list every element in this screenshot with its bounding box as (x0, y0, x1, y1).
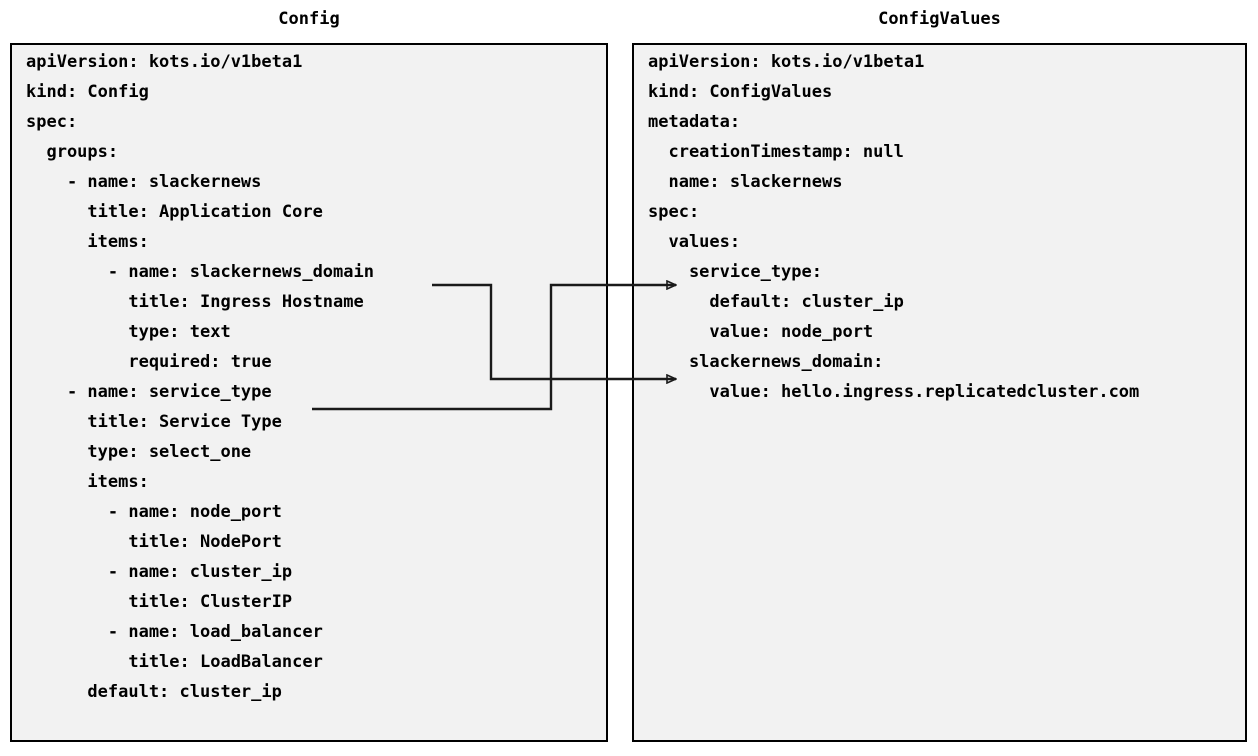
code-line: title: ClusterIP (26, 592, 293, 612)
code-line: type: select_one (26, 442, 252, 462)
code-line: title: LoadBalancer (26, 652, 323, 672)
code-line: spec: (648, 202, 700, 222)
code-line: default: cluster_ip (26, 682, 282, 702)
code-line: name: slackernews (648, 172, 843, 192)
code-line: value: node_port (648, 322, 874, 342)
configvalues-panel: apiVersion: kots.io/v1beta1 kind: ConfigV… (632, 43, 1247, 742)
config-panel: apiVersion: kots.io/v1beta1 kind: Config s… (10, 43, 608, 742)
code-line: values: (648, 232, 741, 252)
code-line: - name: load_balancer (26, 622, 323, 642)
code-line: type: text (26, 322, 231, 342)
code-line: kind: Config (26, 82, 149, 102)
code-line: apiVersion: kots.io/v1beta1 (648, 52, 925, 72)
panel-title-config: Config (278, 9, 340, 29)
config-yaml-code: apiVersion: kots.io/v1beta1 kind: Config s… (26, 47, 374, 707)
code-line: groups: (26, 142, 119, 162)
code-line: default: cluster_ip (648, 292, 904, 312)
code-line: - name: node_port (26, 502, 282, 522)
code-line: - name: slackernews (26, 172, 262, 192)
code-line: value: hello.ingress.replicatedcluster.c… (648, 382, 1140, 402)
code-line: slackernews_domain: (648, 352, 884, 372)
code-line: apiVersion: kots.io/v1beta1 (26, 52, 303, 72)
code-line: title: Service Type (26, 412, 282, 432)
code-line: metadata: (648, 112, 741, 132)
code-line: items: (26, 472, 149, 492)
code-line: - name: slackernews_domain (26, 262, 374, 282)
code-line: title: Ingress Hostname (26, 292, 364, 312)
code-line: - name: service_type (26, 382, 272, 402)
code-line: service_type: (648, 262, 822, 282)
code-line: title: NodePort (26, 532, 282, 552)
code-line: creationTimestamp: null (648, 142, 904, 162)
code-line: items: (26, 232, 149, 252)
panel-title-configvalues: ConfigValues (878, 9, 1001, 29)
code-line: spec: (26, 112, 78, 132)
code-line: title: Application Core (26, 202, 323, 222)
code-line: required: true (26, 352, 272, 372)
code-line: kind: ConfigValues (648, 82, 833, 102)
configvalues-yaml-code: apiVersion: kots.io/v1beta1 kind: ConfigV… (648, 47, 1139, 407)
code-line: - name: cluster_ip (26, 562, 293, 582)
